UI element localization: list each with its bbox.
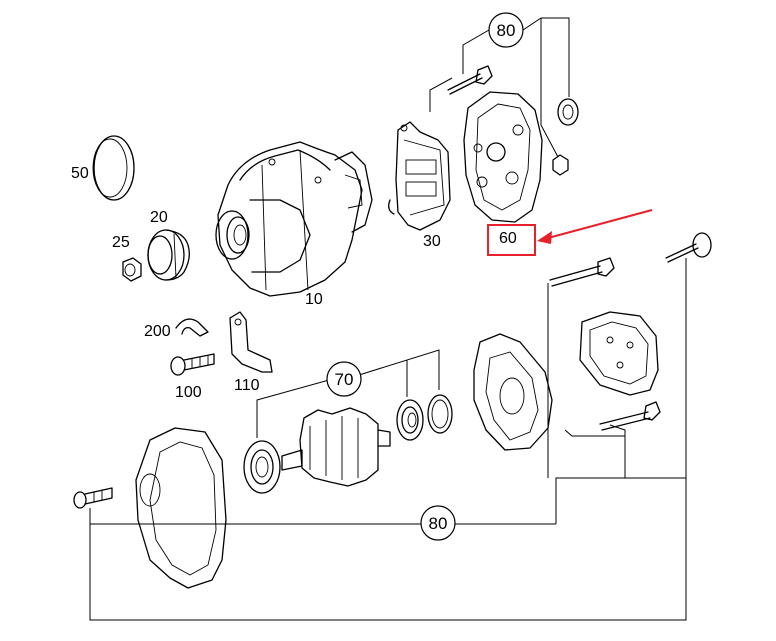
part-80-rectifier-plate <box>579 311 659 396</box>
leader-lines-70 <box>256 349 440 438</box>
callout-60-highlighted: 60 <box>487 224 536 256</box>
part-100-screw <box>170 353 215 376</box>
callout-100: 100 <box>175 384 202 401</box>
callout-80-bottom: 80 <box>420 505 456 541</box>
callout-20: 20 <box>150 209 168 226</box>
part-80-long-bolt-lower <box>599 401 661 431</box>
callout-110: 110 <box>234 377 260 394</box>
part-20-pulley <box>147 229 190 281</box>
svg-text:80: 80 <box>497 21 516 40</box>
callout-70: 70 <box>326 361 362 397</box>
part-60-rear-housing <box>463 91 543 223</box>
part-80-front-housing <box>135 427 227 589</box>
part-200-clip <box>175 318 209 337</box>
callout-50: 50 <box>71 165 89 182</box>
part-70-ring <box>427 394 453 434</box>
leader-lines-80-top <box>429 17 570 158</box>
part-70-bearing-middle <box>396 399 424 441</box>
part-80-nut-top <box>552 98 579 176</box>
leader-lines-80-bottom <box>89 258 687 621</box>
part-110-bracket <box>229 311 273 373</box>
part-10-alternator-body <box>215 141 373 297</box>
callout-200: 200 <box>144 323 171 340</box>
highlight-arrow <box>537 209 653 244</box>
part-80-stator-housing <box>473 333 553 451</box>
part-80-long-bolt-upper <box>549 257 615 287</box>
part-80-bolt-right <box>665 232 712 263</box>
part-50-cover-disk <box>92 135 135 201</box>
callout-labels: 50 20 25 10 30 200 100 110 <box>71 165 441 401</box>
svg-text:80: 80 <box>429 514 448 533</box>
callout-25: 25 <box>112 234 130 251</box>
callout-60: 60 <box>499 230 517 247</box>
callout-30: 30 <box>423 233 441 250</box>
highlight-box <box>487 224 536 256</box>
part-70-rotor <box>281 407 391 487</box>
callout-80-top: 80 <box>488 12 524 48</box>
part-30-regulator <box>388 121 451 231</box>
part-70-bearing-left <box>243 440 281 494</box>
callout-10: 10 <box>305 291 323 308</box>
svg-text:70: 70 <box>335 370 354 389</box>
part-80-bolt-top <box>447 65 493 95</box>
part-25-nut <box>122 257 142 282</box>
part-80-screw-bottom <box>73 487 113 509</box>
